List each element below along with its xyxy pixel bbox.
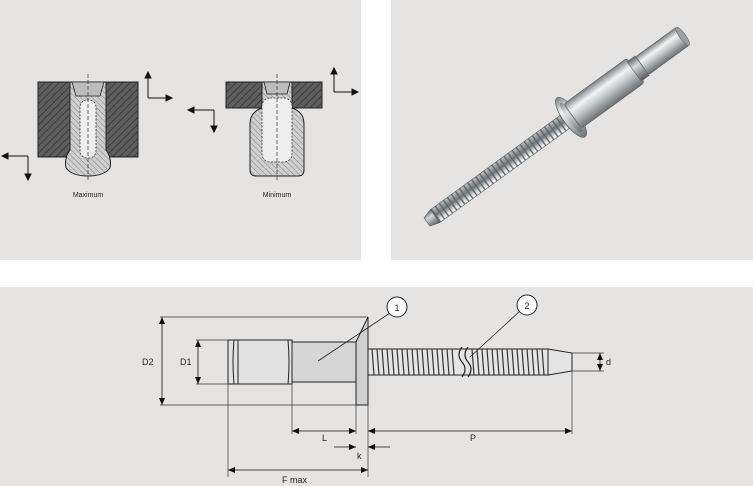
thread-crest [426,348,430,376]
thread-crest [526,348,530,376]
threaded-mandrel [429,115,570,224]
installation-diagram-panel: Maximum Minimum [0,0,361,260]
load-arrows-max [0,70,174,182]
label-d1: D1 [180,357,192,367]
rivet-head-drawing [227,316,369,406]
sleeve-body-drawing [291,341,357,383]
technical-drawing: D2 D1 d L P k F max 1 2 [142,294,611,485]
thread-crest [386,348,390,376]
load-arrows-min [186,66,360,134]
thread-crest [476,348,480,376]
thread-crest [396,348,400,376]
minimum-grip-figure: Minimum [225,74,323,199]
installation-diagram: Maximum Minimum [0,66,360,199]
extension-lines [160,316,604,477]
thread-crest [531,348,535,376]
label-d: d [606,357,611,367]
thread-crest [541,348,545,376]
callout-2-label: 2 [524,301,529,311]
collar-drawing [227,339,293,385]
thread-crest [506,348,510,376]
thread-crest [481,348,485,376]
thread-crest [446,348,450,376]
thread-crest [391,348,395,376]
label-k: k [357,451,362,461]
thread-crest [406,348,410,376]
mandrel-drawing [367,346,573,378]
caption-maximum: Maximum [73,192,104,199]
thread-crest [376,348,380,376]
rivet-illustration [423,26,690,227]
thread-crest [516,348,520,376]
thread-crest [421,348,425,376]
thread-crest [486,348,490,376]
label-d2: D2 [142,357,154,367]
maximum-grip-figure: Maximum [37,74,139,199]
thread-crest [451,348,455,376]
thread-crest [501,348,505,376]
thread-crest [401,348,405,376]
thread-crest [536,348,540,376]
dimension-lines [159,317,603,473]
thread-crest [521,348,525,376]
thread-crest [471,348,475,376]
label-l: L [322,433,327,443]
caption-minimum: Minimum [263,192,292,199]
callout-1: 1 [317,296,408,362]
mandrel-tip-drawing [547,348,573,376]
thread-crest [381,348,385,376]
thread-crest [431,348,435,376]
thread-crest [416,348,420,376]
technical-drawing-panel: D2 D1 d L P k F max 1 2 [0,287,753,486]
rivet-photo-panel [391,0,753,260]
thread-crest [491,348,495,376]
thread-crest [436,348,440,376]
thread-crest [496,348,500,376]
thread-crest [511,348,515,376]
rivet-photo [423,26,690,227]
label-p: P [470,433,476,443]
thread-crest [371,348,375,376]
callout-2: 2 [469,294,538,358]
label-fmax: F max [282,475,308,485]
thread-crest [411,348,415,376]
thread-crest [441,348,445,376]
callout-1-label: 1 [394,303,399,313]
